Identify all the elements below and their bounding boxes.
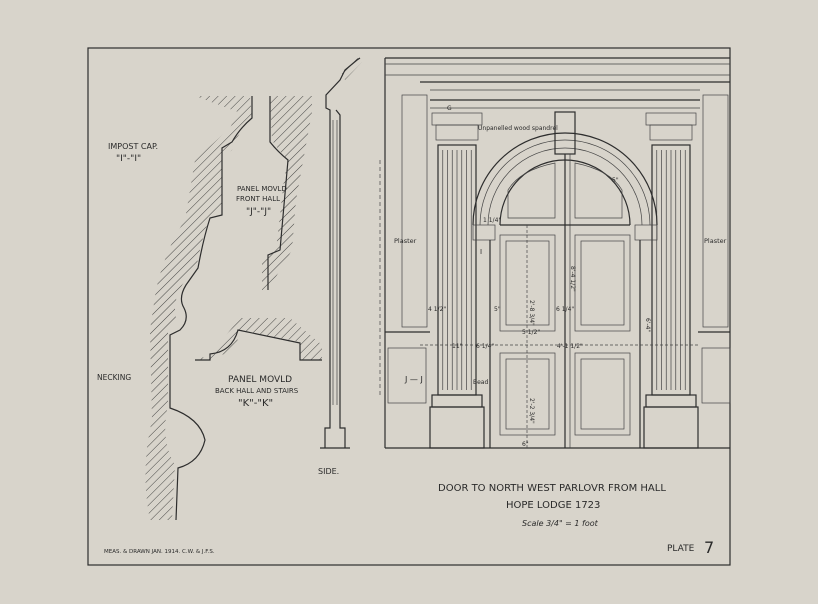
impost-cap-label: IMPOST CAP. xyxy=(108,142,158,151)
section-i-label: I xyxy=(480,248,482,256)
side-label: SIDE. xyxy=(318,467,339,476)
section-g-label: G xyxy=(447,105,452,112)
dim-door-width: 4'-1 1/2" xyxy=(557,343,583,350)
dim-rail: 5 1/2" xyxy=(522,329,540,336)
plaster-left-label: Plaster xyxy=(394,237,417,245)
plate-number: 7 xyxy=(704,538,714,557)
door-elevation xyxy=(379,57,731,449)
bead-label: Bead xyxy=(473,379,488,386)
panel-front-label-2: FRONT HALL xyxy=(236,195,280,203)
credit-line: MEAS. & DRAWN JAN. 1914. C.W. & J.F.S. xyxy=(104,549,215,555)
dim-stile: 5" xyxy=(494,306,501,313)
dim-6-left: 6 1/4" xyxy=(476,343,494,350)
impost-cap-profile xyxy=(145,96,253,521)
dim-pilaster-height: 6'-4" xyxy=(644,318,651,332)
dim-arch: 5" xyxy=(612,177,619,184)
dim-side-left: 11" xyxy=(452,343,463,350)
panel-back-label-2: BACK HALL AND STAIRS xyxy=(215,387,299,395)
plaster-right-label: Plaster xyxy=(704,237,727,245)
dim-meeting-stile: 6 1/4" xyxy=(556,306,574,313)
plate-label: PLATE xyxy=(667,544,695,554)
panel-front-ref: "J"-"J" xyxy=(246,207,271,217)
dim-lower-panel: 2'-2 3/4" xyxy=(528,398,535,424)
side-section xyxy=(320,57,362,449)
plate-title: DOOR TO NORTH WEST PARLOVR FROM HALL xyxy=(438,483,666,494)
section-jj-label: J — J xyxy=(404,375,423,384)
dim-wall: 4 1/2" xyxy=(428,306,446,313)
panel-mould-front-hall-profile xyxy=(262,96,312,290)
dim-impost: 1 1/4" xyxy=(483,217,501,224)
impost-cap-ref: "I"-"I" xyxy=(116,154,141,164)
panel-back-ref: "K"-"K" xyxy=(238,398,273,409)
plate-border xyxy=(87,47,731,566)
panel-mould-back-hall-profile xyxy=(195,318,322,361)
panel-front-label-1: PANEL MOVLD xyxy=(237,185,287,193)
plate-subtitle: HOPE LODGE 1723 xyxy=(506,500,600,511)
necking-label: NECKING xyxy=(97,373,131,382)
panel-back-label-1: PANEL MOVLD xyxy=(228,375,292,385)
dim-upper-panel: 2'-8 3/4" xyxy=(528,300,535,326)
plate-scale: Scale 3/4" = 1 foot xyxy=(522,519,599,528)
dim-door-height: 8'-4 1/2" xyxy=(569,266,576,292)
dim-bottom: 6" xyxy=(522,441,529,448)
spandrel-note: Unpanelled wood spandrel xyxy=(478,125,558,132)
